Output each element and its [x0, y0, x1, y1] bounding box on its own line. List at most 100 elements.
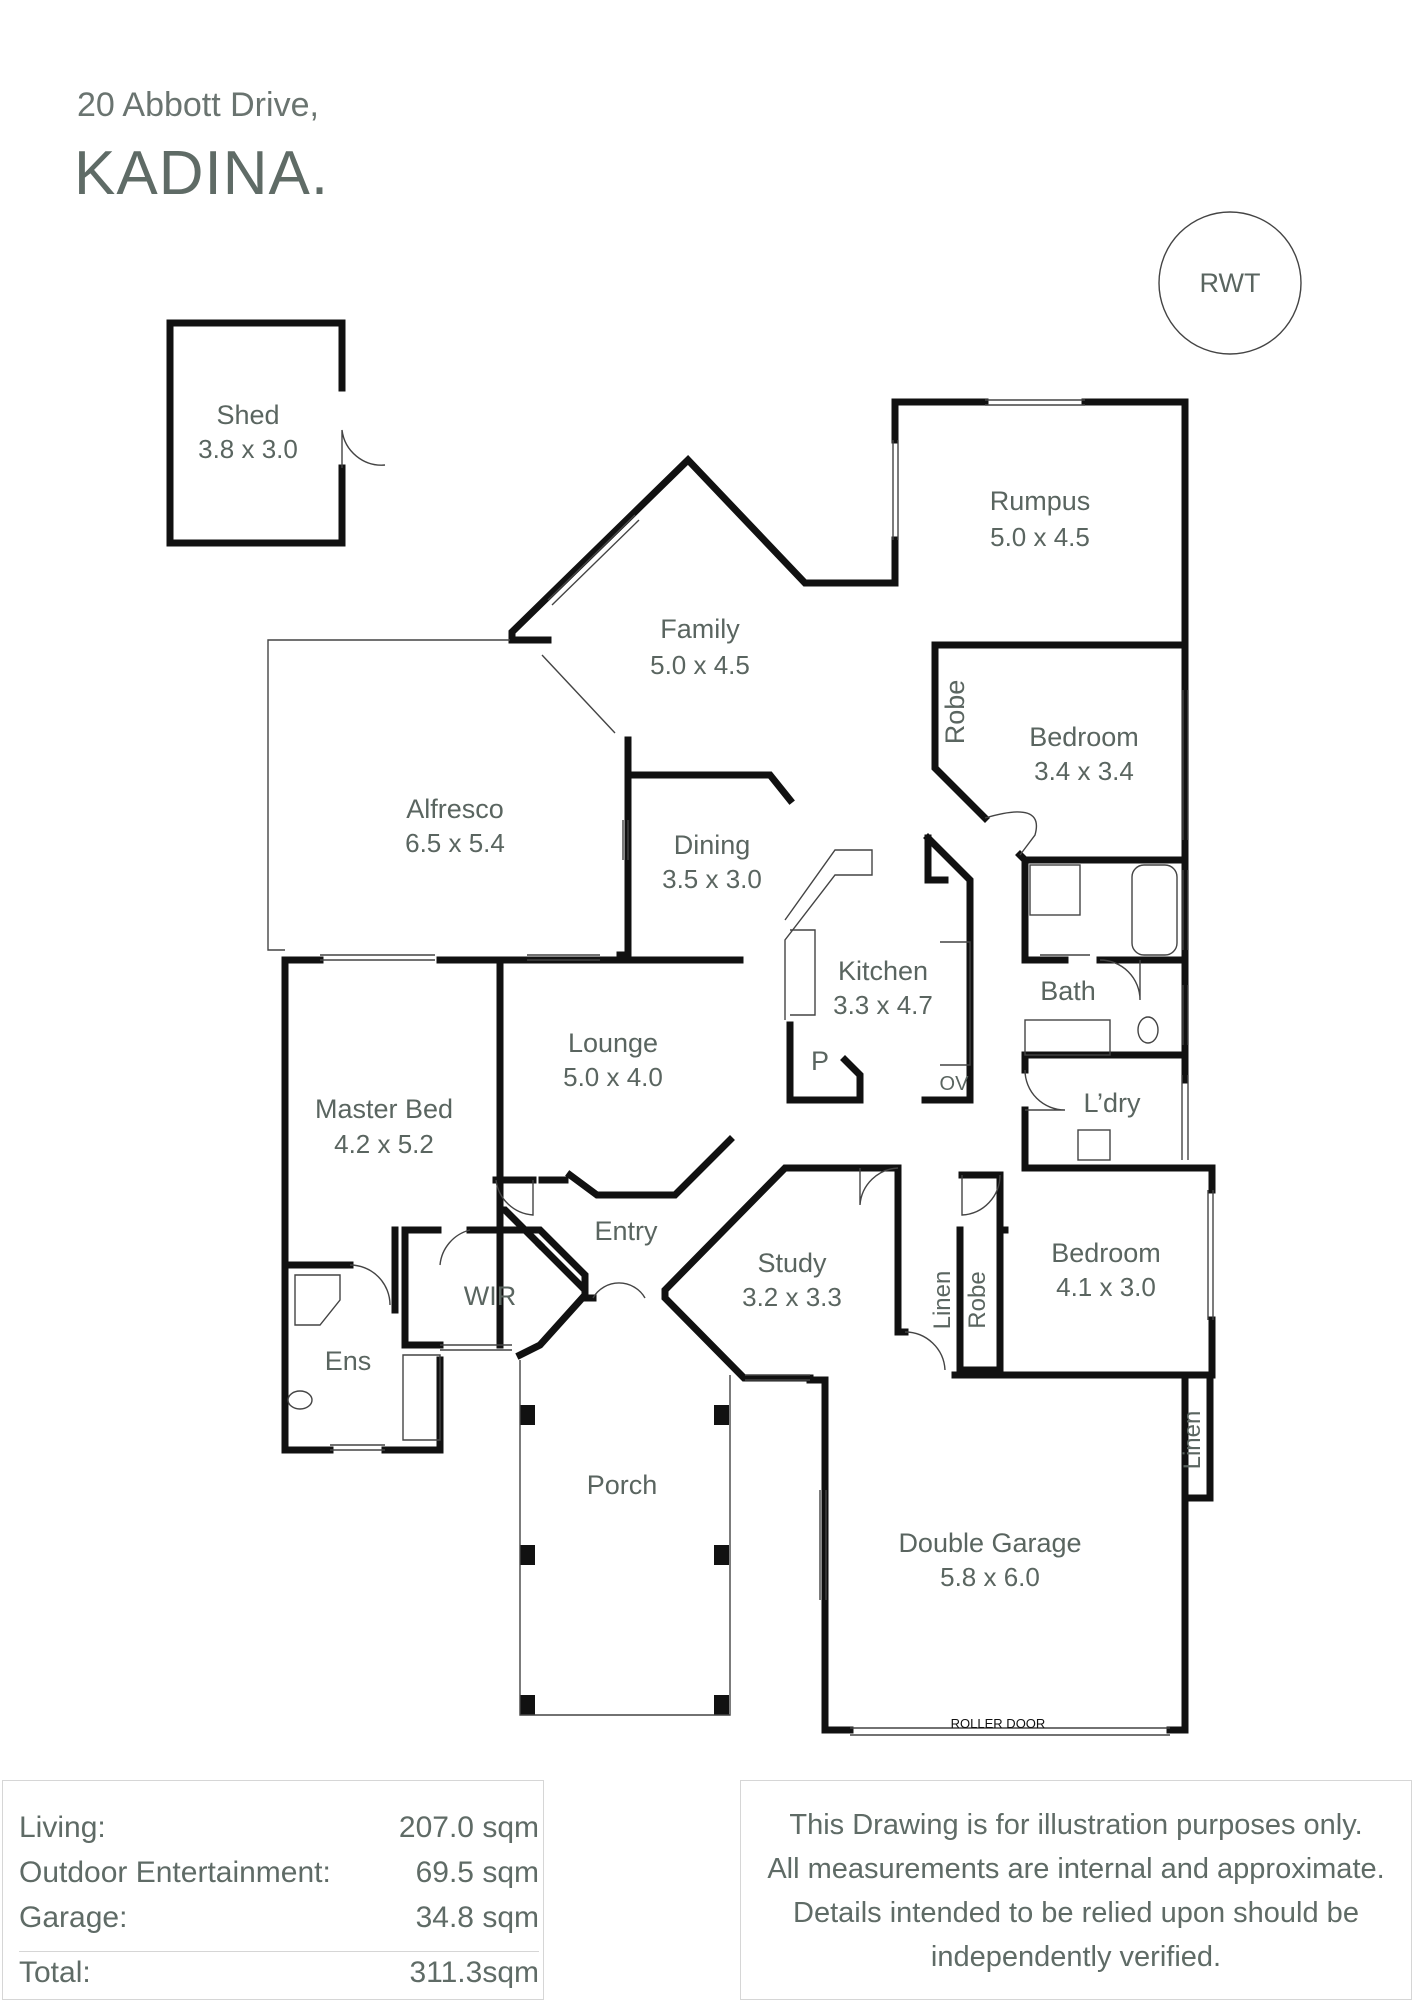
family-walls: [508, 455, 899, 644]
floor-plan: Shed 3.8 x 3.0 RWT Family 5.0 x 4.5 Rump…: [166, 211, 1302, 1736]
disclaimer: This Drawing is for illustration purpose…: [740, 1780, 1412, 2000]
study-size: 3.2 x 3.3: [742, 1282, 842, 1312]
address-line: 20 Abbott Drive,: [77, 86, 319, 124]
town-name: KADINA.: [74, 139, 330, 208]
bedroom1-size: 3.4 x 3.4: [1034, 756, 1134, 786]
area-summary: Living: 207.0 sqm Outdoor Entertainment:…: [2, 1780, 544, 2000]
wir-wall: [466, 1226, 589, 1360]
family-label: Family: [660, 614, 740, 644]
bedroom2-door: [961, 1174, 1001, 1216]
bedroom1-window: [1182, 690, 1189, 840]
bedroom2-size: 4.1 x 3.0: [1056, 1272, 1156, 1302]
alfresco-size: 6.5 x 5.4: [405, 828, 505, 858]
ensuite-wall-bottom: [381, 1356, 444, 1454]
bath-wall-left: [1021, 856, 1069, 964]
study-wall-right: [856, 1164, 909, 1336]
robe2-label: Robe: [964, 1271, 991, 1328]
wir-door: [439, 1229, 471, 1266]
garage-door: [904, 1331, 946, 1371]
area-label: Garage:: [19, 1901, 128, 1934]
kitchen-wall-top: [924, 834, 949, 884]
disclaimer-line: This Drawing is for illustration purpose…: [789, 1809, 1363, 1841]
master-bed-size: 4.2 x 5.2: [334, 1129, 434, 1159]
lounge-size: 5.0 x 4.0: [563, 1062, 663, 1092]
ensuite-label: Ens: [325, 1346, 372, 1376]
shed-size: 3.8 x 3.0: [198, 434, 298, 464]
garage-size: 5.8 x 6.0: [940, 1562, 1040, 1592]
rumpus-size: 5.0 x 4.5: [990, 522, 1090, 552]
ensuite-wall: [1015, 850, 1184, 864]
robe1-wall: [931, 641, 990, 823]
linen2-label: Linen: [1179, 1411, 1206, 1470]
rumpus-window: [985, 399, 1085, 406]
laundry-tub: [1077, 1129, 1111, 1161]
master-wall-left: [281, 956, 334, 1454]
dining-label: Dining: [674, 830, 751, 860]
entry-label: Entry: [594, 1216, 658, 1246]
ensuite-shower: [294, 1274, 341, 1326]
disclaimer-line: independently verified.: [930, 1941, 1222, 1973]
area-label: Outdoor Entertainment:: [19, 1856, 331, 1889]
ensuite-window: [330, 1444, 385, 1451]
bath-window: [1182, 870, 1189, 950]
area-row-total: Total: 311.3sqm: [19, 1951, 539, 1989]
oven-label: OV: [940, 1073, 970, 1095]
shed-walls: [166, 319, 346, 547]
family-size: 5.0 x 4.5: [650, 650, 750, 680]
bedroom2-label: Bedroom: [1051, 1238, 1161, 1268]
rwt-label: RWT: [1200, 268, 1261, 298]
area-value: 69.5 sqm: [415, 1856, 539, 1889]
area-value: 34.8 sqm: [415, 1901, 539, 1934]
alfresco-outline: [267, 639, 510, 951]
garage-window: [819, 1490, 827, 1600]
bath-vanity: [1024, 1019, 1111, 1056]
kitchen-bench: [784, 849, 873, 1020]
study-label: Study: [757, 1248, 827, 1278]
area-label: Total:: [19, 1956, 91, 1989]
laundry-door: [1181, 1075, 1189, 1160]
laundry-label: L’dry: [1083, 1088, 1141, 1118]
kitchen-stove-bench: [940, 941, 971, 1066]
rumpus-window-left: [892, 440, 899, 540]
study-window: [745, 1374, 810, 1381]
linen2-wall: [1181, 1371, 1214, 1502]
garage-wall-right: [951, 1371, 1189, 1734]
robe1-label: Robe: [940, 680, 970, 745]
dining-size: 3.5 x 3.0: [662, 864, 762, 894]
rumpus-wall-top-left: [891, 398, 989, 444]
family-sliding-door: [541, 654, 616, 734]
lounge-door: [495, 1179, 534, 1216]
kitchen-sink-bench: [790, 929, 816, 1016]
bedroom2-window: [1207, 1190, 1214, 1320]
kitchen-size: 3.3 x 4.7: [833, 990, 933, 1020]
wir-label: WIR: [464, 1281, 516, 1311]
area-value: 207.0 sqm: [398, 1811, 539, 1844]
porch-outline: [519, 1360, 731, 1716]
entry-front-door: [592, 1282, 646, 1299]
bathtub: [1131, 864, 1178, 956]
rainwater-tank: [1158, 211, 1302, 355]
wir-window: [440, 1344, 512, 1351]
dining-wall-top: [624, 771, 795, 805]
robe2-wall: [956, 1226, 1004, 1374]
shower-tray: [1029, 864, 1081, 916]
bath-door: [1099, 959, 1141, 1001]
rumpus-label: Rumpus: [990, 486, 1091, 516]
bath-label: Bath: [1040, 976, 1096, 1006]
disclaimer-line: All measurements are internal and approx…: [767, 1853, 1385, 1885]
shed-label: Shed: [216, 400, 279, 430]
garage-label: Double Garage: [898, 1528, 1081, 1558]
study-walls: [661, 1164, 866, 1382]
garage-wall-left: [806, 1376, 854, 1734]
ensuite-door: [349, 1264, 391, 1306]
area-label: Living:: [19, 1811, 106, 1844]
lounge-window: [527, 954, 600, 961]
lounge-bay-wall: [565, 1135, 735, 1199]
kitchen-label: Kitchen: [838, 956, 928, 986]
area-value: 311.3sqm: [409, 1956, 539, 1989]
shed-door: [341, 429, 386, 468]
lounge-label: Lounge: [568, 1028, 658, 1058]
roller-door: [850, 1727, 1170, 1736]
disclaimer-line: Details intended to be relied upon shoul…: [793, 1897, 1359, 1929]
ensuite-vanity: [402, 1354, 441, 1441]
